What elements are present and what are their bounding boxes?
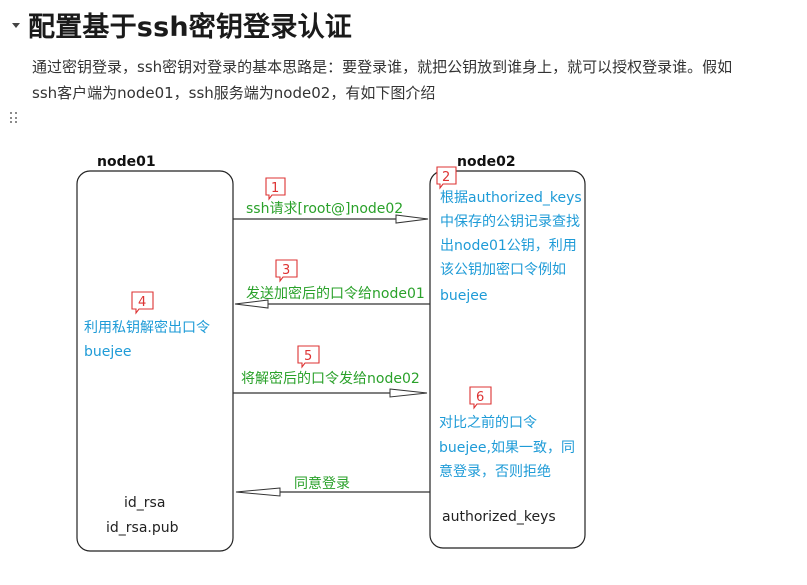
node02-box: [429, 170, 586, 549]
step4-text-line1: 利用私钥解密出口令: [84, 319, 210, 336]
arrow-send-decrypted: [233, 388, 428, 398]
callout-4: 4: [131, 291, 154, 315]
arrow-send-encrypted: [234, 299, 430, 309]
intro-line-1: 通过密钥登录，ssh密钥对登录的基本思路是：要登录谁，就把公钥放到谁身上，就可以…: [32, 58, 733, 76]
callout-1: 1: [265, 177, 286, 201]
svg-text:3: 3: [282, 263, 290, 278]
svg-text:2: 2: [442, 170, 450, 185]
arrow-ssh-request: [233, 214, 429, 224]
arrow-send-encrypted-label: 发送加密后的口令给node01: [246, 285, 425, 302]
callout-3: 3: [275, 259, 298, 283]
section-heading: 配置基于ssh密钥登录认证: [12, 4, 352, 44]
svg-text:5: 5: [304, 349, 312, 364]
step2-text-line3: 出node01公钥，利用: [440, 238, 577, 254]
arrow-approve-login: [235, 487, 430, 497]
svg-text:6: 6: [476, 390, 484, 405]
drag-handle-icon[interactable]: [10, 112, 18, 124]
step2-text-line4: 该公钥加密口令例如: [440, 261, 566, 278]
callout-6: 6: [469, 386, 492, 410]
file-id-rsa-pub: id_rsa.pub: [106, 520, 179, 536]
step6-text-line3: 意登录，否则拒绝: [439, 463, 551, 480]
collapse-caret-icon[interactable]: [12, 22, 20, 28]
step2-text-line2: 中保存的公钥记录查找: [440, 214, 580, 230]
step6-text-line1: 对比之前的口令: [439, 414, 537, 431]
arrow-ssh-request-label: ssh请求[root@]node02: [246, 201, 403, 217]
arrow-send-decrypted-label: 将解密后的口令发给node02: [241, 370, 420, 387]
svg-text:1: 1: [271, 181, 279, 196]
page-title: 配置基于ssh密钥登录认证: [28, 11, 352, 43]
step2-text-line1: 根据authorized_keys: [440, 190, 582, 206]
callout-5: 5: [297, 345, 320, 369]
node01-box: [76, 170, 234, 552]
file-id-rsa: id_rsa: [124, 495, 165, 511]
callout-2: 2: [436, 166, 457, 190]
node02-title: node02: [457, 154, 516, 170]
intro-line-2: ssh客户端为node01，ssh服务端为node02，有如下图介绍: [32, 84, 436, 102]
arrow-approve-login-label: 同意登录: [294, 475, 350, 492]
intro-paragraph: 通过密钥登录，ssh密钥对登录的基本思路是：要登录谁，就把公钥放到谁身上，就可以…: [32, 54, 797, 106]
svg-text:4: 4: [138, 295, 146, 310]
step2-text-line5: buejee: [440, 288, 488, 304]
step6-text-line2: buejee,如果一致，同: [439, 440, 575, 456]
step4-text-line2: buejee: [84, 344, 132, 360]
file-authorized-keys: authorized_keys: [442, 509, 556, 525]
node01-title: node01: [97, 154, 156, 170]
